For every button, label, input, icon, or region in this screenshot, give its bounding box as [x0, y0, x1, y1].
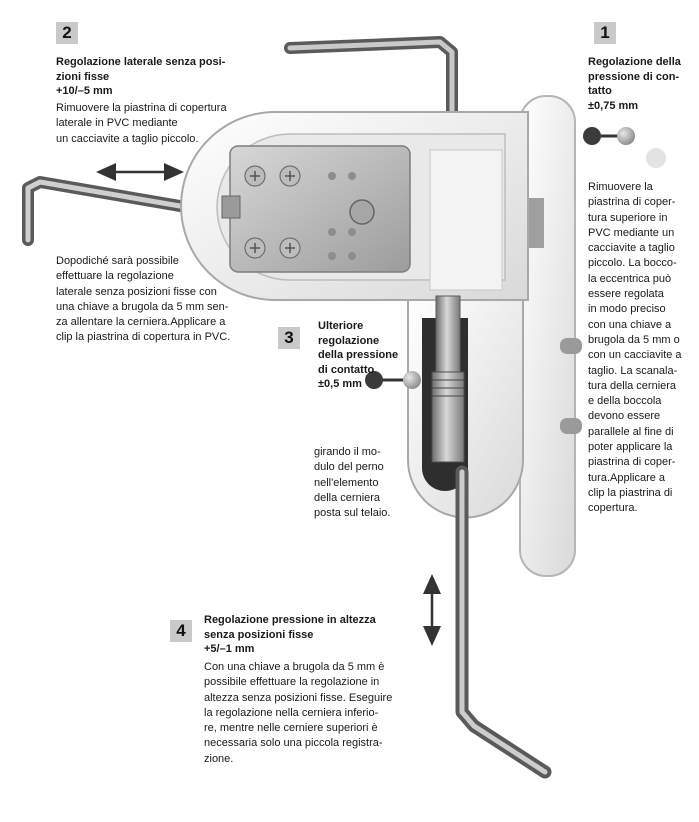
title-line: pressione di con-: [588, 70, 680, 83]
title-line: +10/–5 mm: [56, 85, 113, 97]
text-line: Rimuovere la: [588, 181, 653, 193]
arrow-lateral: [96, 163, 184, 181]
text-line: Con una chiave a brugola da 5 mm è: [204, 661, 385, 673]
pressure-indicator-1: [583, 127, 666, 168]
text-line: laterale senza posizioni fisse con: [56, 285, 217, 298]
text-line: copertura.: [588, 502, 638, 515]
section-number-1: 1: [594, 22, 616, 44]
text-line: tura.Applicare a: [588, 471, 666, 484]
text-line: effettuare la regolazione: [56, 270, 174, 283]
section-3-title: Ulteriore regolazione della pressione di…: [318, 319, 398, 392]
text-line: piastrina di coper-: [588, 196, 676, 209]
text-line: la regolazione nella cerniera inferio-: [204, 706, 379, 719]
text-line: re, mentre nelle cerniere superiori è: [204, 722, 378, 735]
text-line: zione.: [204, 752, 234, 765]
text-line: necessaria solo una piccola registra-: [204, 737, 383, 750]
text-line: altezza senza posizioni fisse. Eseguire: [204, 691, 393, 704]
section-2-text-continued: Dopodiché sarà possibile effettuare la r…: [56, 254, 230, 346]
hex-key-left: [22, 176, 221, 246]
text-line: dulo del perno: [314, 461, 384, 474]
text-line: un cacciavite a taglio piccolo.: [56, 132, 199, 145]
section-4-text: Con una chiave a brugola da 5 mm è possi…: [204, 660, 392, 767]
title-line: regolazione: [318, 334, 380, 347]
text-line: tura della cerniera: [588, 379, 677, 392]
title-line: di contatto: [318, 363, 375, 376]
text-line: piccolo. La bocco-: [588, 257, 677, 270]
frame-plate: [519, 95, 582, 577]
text-line: clip la piastrina di copertura in PVC.: [56, 331, 231, 344]
text-line: Rimuovere la piastrina di copertura: [56, 102, 227, 114]
text-line: in modo preciso: [588, 303, 666, 316]
title-line: zioni fisse: [56, 70, 110, 83]
text-line: poter applicare la: [588, 441, 673, 454]
text-line: possibile effettuare la regolazione in: [204, 676, 380, 689]
section-4-title: Regolazione pressione in altezza senza p…: [204, 613, 376, 657]
text-line: della cerniera: [314, 491, 381, 504]
section-number-3: 3: [278, 327, 300, 349]
text-line: za allentare la cerniera.Applicare a: [56, 316, 226, 329]
text-line: essere regolata: [588, 288, 664, 301]
text-line: nell'elemento: [314, 476, 379, 489]
text-line: devono essere: [588, 410, 661, 423]
text-line: parallele al fine di: [588, 425, 674, 438]
section-2-title: Regolazione laterale senza posi- zioni f…: [56, 55, 225, 99]
title-line: senza posizioni fisse: [204, 628, 314, 641]
text-line: taglio. La scanala-: [588, 364, 678, 377]
text-line: con un cacciavite a: [588, 349, 682, 362]
title-line: +5/–1 mm: [204, 643, 255, 655]
text-line: laterale in PVC mediante: [56, 117, 178, 130]
arrow-height: [423, 574, 441, 646]
section-number-4: 4: [170, 620, 192, 642]
title-line: ±0,5 mm: [318, 378, 362, 390]
hex-key-bottom: [455, 465, 552, 779]
text-line: clip la piastrina di: [588, 486, 673, 499]
hex-key-top: [284, 36, 458, 131]
pressure-indicator-3: [365, 371, 421, 389]
title-line: della pressione: [318, 349, 399, 361]
text-line: girando il mo-: [314, 446, 381, 458]
title-line: Regolazione laterale senza posi-: [56, 56, 226, 68]
text-line: la eccentrica può: [588, 272, 672, 285]
text-line: cacciavite a taglio: [588, 242, 675, 255]
text-line: Dopodiché sarà possibile: [56, 255, 179, 267]
section-number-2: 2: [56, 22, 78, 44]
section-2-text: Rimuovere la piastrina di copertura late…: [56, 101, 227, 147]
title-line: Ulteriore: [318, 320, 364, 332]
text-line: con una chiave a: [588, 318, 672, 331]
section-1-title: Regolazione della pressione di con- tatt…: [588, 55, 681, 113]
text-line: tura superiore in: [588, 211, 668, 224]
text-line: posta sul telaio.: [314, 507, 391, 520]
section-3-text: girando il mo- dulo del perno nell'eleme…: [314, 445, 390, 521]
text-line: piastrina di coper-: [588, 456, 676, 469]
text-line: brugola da 5 mm o: [588, 333, 680, 346]
section-1-text: Rimuovere la piastrina di coper- tura su…: [588, 180, 682, 517]
text-line: una chiave a brugola da 5 mm sen-: [56, 300, 229, 313]
title-line: ±0,75 mm: [588, 99, 639, 112]
hinge-body-lower: [407, 295, 524, 519]
title-line: tatto: [588, 85, 612, 97]
title-line: Regolazione pressione in altezza: [204, 614, 376, 626]
text-line: PVC mediante un: [588, 226, 675, 239]
title-line: Regolazione della: [588, 56, 681, 68]
hinge-arm: [180, 111, 529, 301]
text-line: e della boccola: [588, 395, 662, 408]
